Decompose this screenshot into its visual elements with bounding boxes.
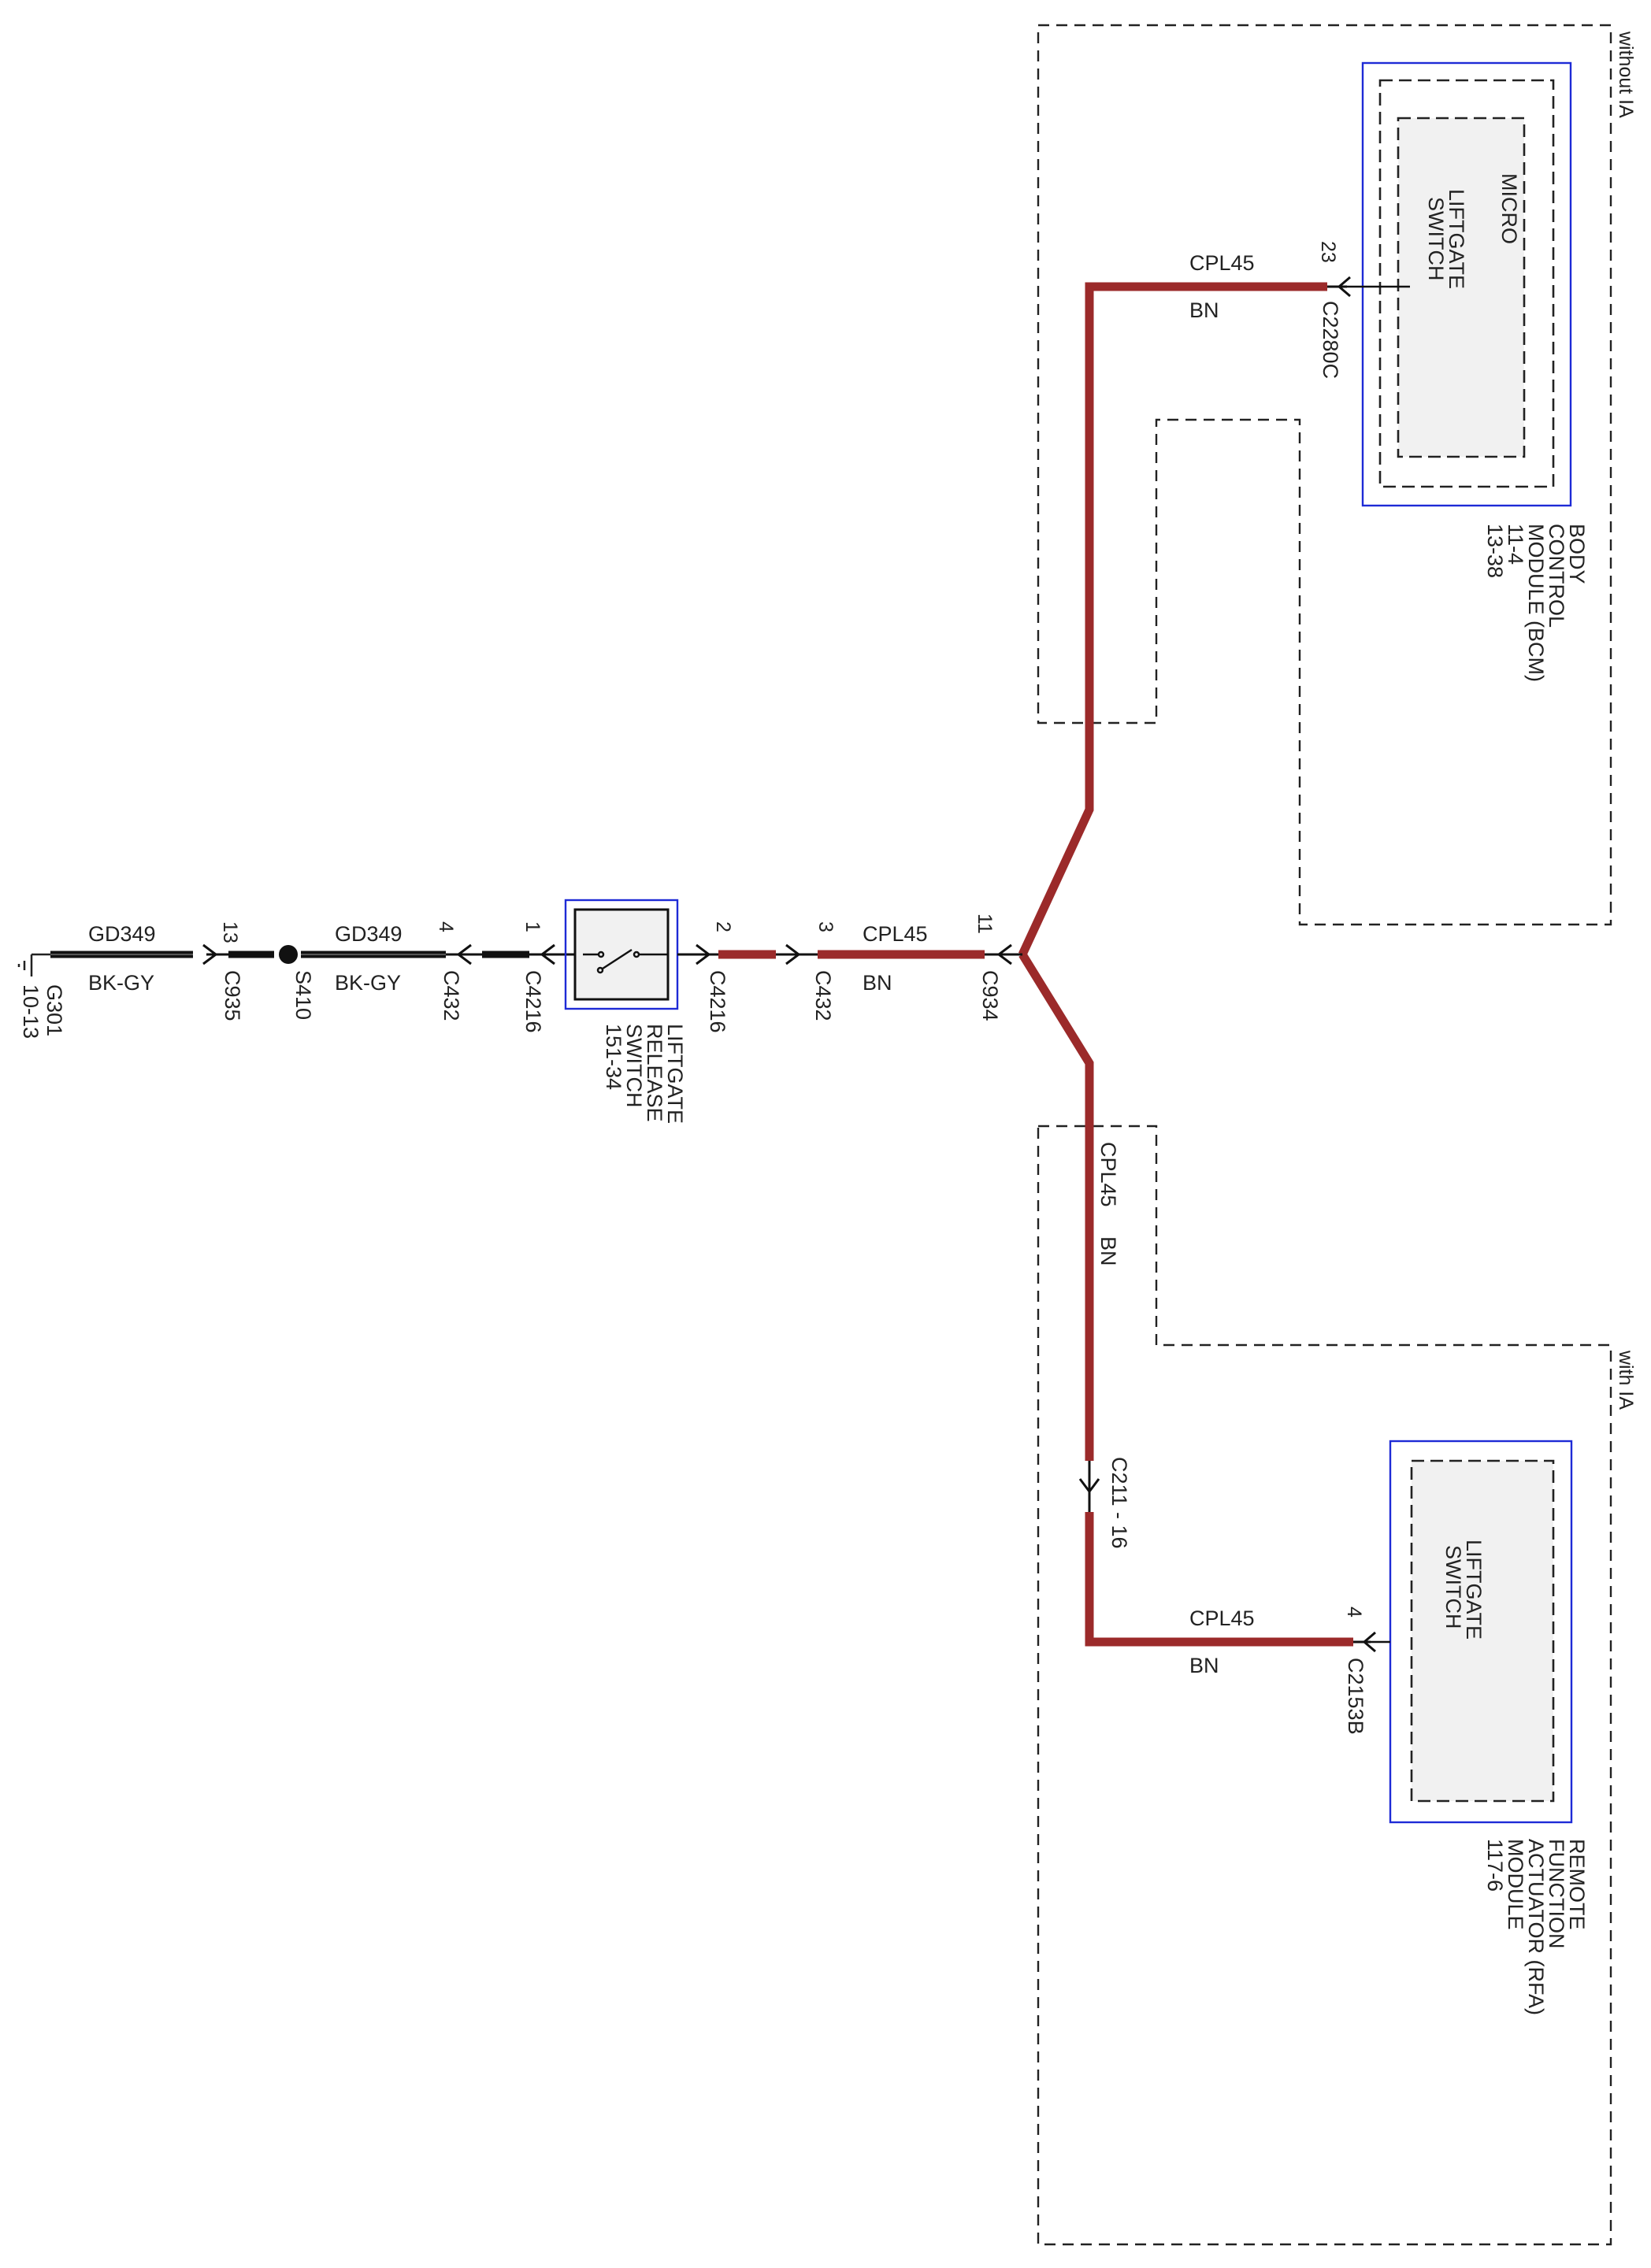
connector-c211: C211 - 16: [1078, 1457, 1131, 1549]
c935-pin: 13: [219, 921, 241, 943]
connector-arrow-icon: [785, 943, 801, 965]
connector-arrow-icon: [202, 943, 228, 965]
switch-contact-icon: [583, 948, 668, 974]
region-without-ia-border: [1037, 24, 1612, 926]
s410-label: S410: [291, 970, 315, 1020]
c2280c-label: C2280C: [1319, 301, 1342, 379]
bcm-page-ref-1: 11-4: [1504, 524, 1527, 565]
wire-cpl45-rfa: [1085, 1512, 1353, 1647]
c4216-signal-label: C4216: [706, 970, 729, 1033]
wire-cpl45-branch-down: [1018, 952, 1094, 1461]
cpl45-circuit-label-bcm: CPL45: [1189, 251, 1255, 275]
liftgate-release-switch: LIFTGATE RELEASE SWITCH 151-34: [564, 899, 687, 1124]
bcm-micro-box: [1398, 118, 1524, 457]
connector-arrow-icon: [446, 943, 482, 965]
switch-name-line-1: LIFTGATE: [663, 1024, 687, 1124]
bcm-name-line-3: MODULE (BCM): [1524, 524, 1548, 682]
rfa-inner-box: [1412, 1461, 1553, 1801]
rfa-inner-border: [1410, 1459, 1555, 1803]
connector-arrow-icon: [696, 943, 718, 965]
connector-arrow-icon: [1078, 1478, 1100, 1494]
rfa-inner-line-2: SWITCH: [1441, 1545, 1465, 1629]
body-control-module: MICRO LIFTGATE SWITCH 23 C2280C BODY CON…: [1317, 61, 1589, 682]
switch-name-line-2: RELEASE: [643, 1024, 666, 1122]
ground-ref-label: G301: [43, 984, 66, 1036]
c432-signal-pin: 3: [814, 921, 837, 932]
rfa-inner-line-1: LIFTGATE: [1462, 1540, 1486, 1640]
c2153b-pin: 4: [1343, 1606, 1365, 1618]
bcm-name-line-1: BODY: [1565, 524, 1589, 584]
cpl45-color-label-rfa: BN: [1189, 1654, 1219, 1677]
gd349-color-label-right: BK-GY: [335, 971, 401, 995]
cpl45-circuit-label-rfa: CPL45: [1189, 1606, 1255, 1630]
connector-c934: 11 C934: [974, 914, 1012, 1021]
ground-icon: [17, 953, 50, 976]
c934-label: C934: [978, 970, 1002, 1021]
region-with-ia-label: with IA: [1615, 1350, 1637, 1410]
rfa-name-line-3: ACTUATOR (RFA): [1524, 1839, 1548, 2015]
connector-c4216-ground: 1 C4216: [521, 921, 555, 1033]
c432-ground-pin: 4: [435, 921, 457, 932]
bcm-inner-line-2: SWITCH: [1424, 197, 1448, 280]
bcm-page-ref-2: 13-38: [1483, 524, 1507, 578]
bcm-inner-line-1: LIFTGATE: [1445, 189, 1468, 289]
ground-page-label: 10-13: [19, 984, 43, 1039]
c4216-ground-label: C4216: [521, 970, 545, 1033]
gd349-circuit-label-left: GD349: [88, 922, 156, 946]
cpl45-color-label-main: BN: [863, 971, 892, 995]
bcm-micro-label: MICRO: [1497, 173, 1521, 244]
region-without-ia: without IA: [1037, 24, 1637, 926]
ground-g301: G301 10-13: [17, 953, 66, 1039]
connector-arrow-icon: [1327, 276, 1351, 298]
cpl45-color-label-vertical: BN: [1096, 1236, 1120, 1266]
connector-c935: 13 C935: [202, 921, 244, 1021]
signal-wires: CPL45 BN CPL45 BN CPL45 BN CPL45 BN: [677, 251, 1353, 1677]
rfa-name-line-1: REMOTE: [1565, 1839, 1589, 1930]
cpl45-circuit-label-vertical: CPL45: [1096, 1142, 1120, 1207]
c4216-ground-pin: 1: [521, 921, 544, 932]
connector-c4216-signal: 2 C4216: [696, 921, 734, 1033]
cpl45-color-label-bcm: BN: [1189, 298, 1219, 322]
rfa-outer-border: [1389, 1440, 1573, 1824]
rfa-page-ref: 117-6: [1483, 1839, 1507, 1892]
region-with-ia: with IA: [1037, 1125, 1637, 2246]
rfa-name-line-4: MODULE: [1504, 1839, 1527, 1930]
ground-wires: GD349 BK-GY GD349 BK-GY: [50, 922, 583, 995]
splice-dot-icon: [279, 945, 298, 964]
bcm-outer-border: [1361, 61, 1572, 507]
c4216-signal-pin: 2: [712, 921, 734, 932]
c211-label: C211 - 16: [1107, 1457, 1131, 1549]
connector-arrow-icon: [996, 943, 1012, 965]
switch-name-line-3: SWITCH: [622, 1024, 646, 1107]
c2153b-label: C2153B: [1344, 1658, 1367, 1735]
c432-ground-label: C432: [440, 970, 463, 1021]
bcm-inner-border: [1378, 79, 1555, 488]
switch-page-ref: 151-34: [602, 1024, 625, 1090]
c935-label: C935: [221, 970, 244, 1021]
cpl45-circuit-label-main: CPL45: [863, 922, 928, 946]
gd349-color-label-left: BK-GY: [88, 971, 154, 995]
connector-arrow-icon: [529, 943, 555, 965]
c934-pin: 11: [974, 914, 996, 934]
c432-signal-label: C432: [811, 970, 835, 1021]
connector-c432-ground: 4 C432: [435, 921, 482, 1021]
splice-s410: S410: [279, 945, 315, 1020]
gd349-circuit-label-right: GD349: [335, 922, 403, 946]
remote-function-actuator-module: LIFTGATE SWITCH 4 C2153B REMOTE FUNCTION…: [1343, 1440, 1589, 2015]
region-with-ia-border: [1037, 1125, 1612, 2246]
rfa-name-line-2: FUNCTION: [1545, 1839, 1568, 1948]
bcm-name-line-2: CONTROL: [1545, 524, 1568, 628]
connector-c432-signal: 3 C432: [785, 921, 837, 1021]
c2280c-pin: 23: [1317, 241, 1339, 263]
region-without-ia-label: without IA: [1615, 31, 1637, 118]
wire-cpl45-branch-up: [1018, 282, 1327, 957]
connector-arrow-icon: [1353, 1631, 1376, 1653]
